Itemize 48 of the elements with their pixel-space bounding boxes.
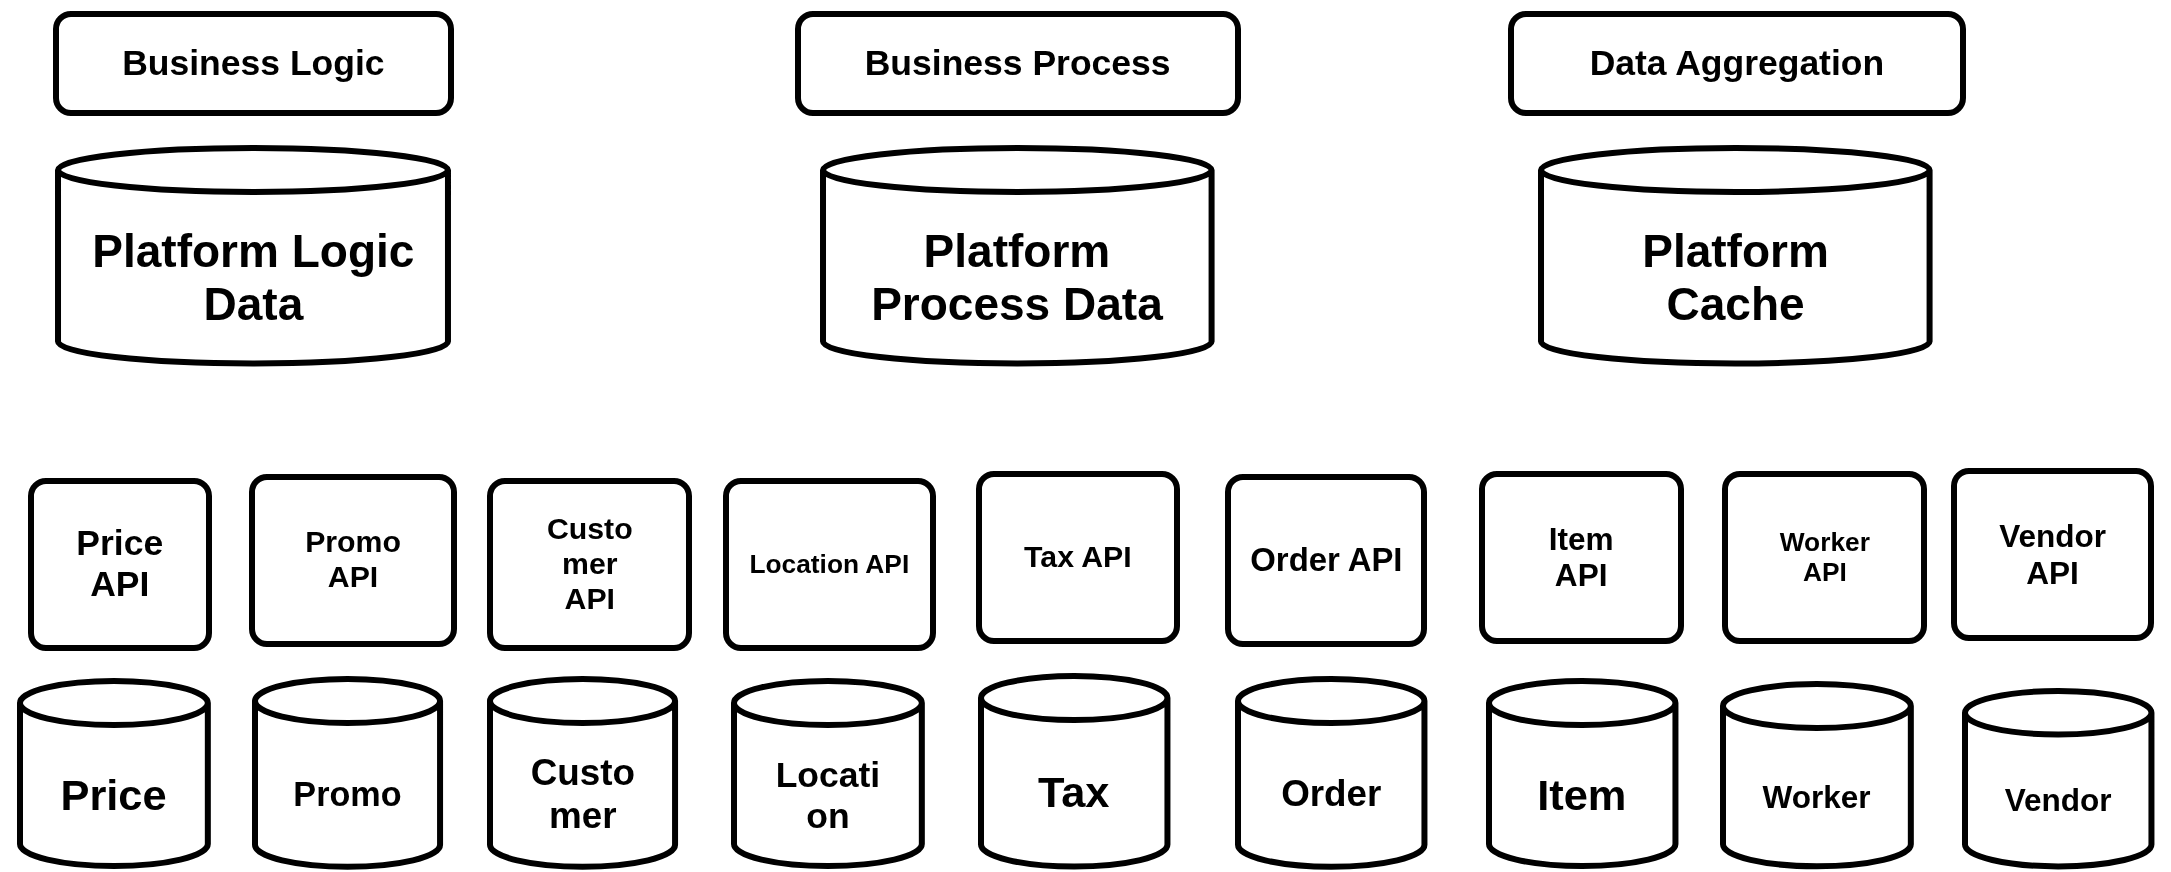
process-box	[976, 470, 1180, 644]
database-cylinder	[1961, 688, 2155, 870]
node-label: Platform Cache	[1641, 225, 1830, 332]
node-label: Tax API	[1023, 539, 1133, 575]
database-cylinder	[819, 145, 1215, 367]
process-box	[27, 477, 212, 651]
database-cylinder	[252, 675, 444, 870]
database-cylinder	[977, 672, 1170, 870]
process-box	[1507, 11, 1967, 117]
database-cylinder	[16, 678, 211, 870]
node-label: Custo mer API	[545, 512, 634, 617]
node-label: Tax	[1036, 768, 1111, 819]
node-label: Order API	[1250, 541, 1403, 579]
node-label: Location API	[748, 549, 911, 580]
node-label: Promo	[292, 774, 403, 815]
node-label: Platform Process Data	[870, 225, 1164, 332]
process-box	[487, 477, 693, 651]
process-box	[794, 11, 1241, 117]
process-box	[722, 477, 936, 651]
database-cylinder	[487, 675, 679, 870]
process-box	[52, 11, 455, 117]
database-cylinder	[1485, 678, 1679, 870]
node-label: Price	[59, 771, 168, 821]
process-box	[1225, 473, 1428, 647]
node-label: Data Aggregation	[1588, 43, 1886, 85]
node-label: Promo API	[304, 525, 402, 595]
database-cylinder	[1538, 145, 1933, 367]
process-box	[1950, 467, 2155, 642]
database-cylinder	[1719, 681, 1914, 870]
node-label: Business Logic	[121, 43, 386, 85]
node-label: Worker	[1761, 779, 1872, 816]
node-label: Business Process	[863, 43, 1172, 85]
process-box	[249, 473, 457, 647]
process-box	[1478, 470, 1684, 644]
database-cylinder	[731, 678, 925, 870]
database-cylinder	[1235, 675, 1428, 870]
database-cylinder	[55, 145, 452, 367]
node-label: Item	[1536, 771, 1628, 821]
node-label: Locati on	[774, 755, 882, 837]
node-label: Item API	[1547, 521, 1615, 594]
node-label: Vendor API	[1998, 518, 2108, 591]
node-label: Order	[1280, 773, 1383, 816]
process-box	[1722, 470, 1928, 644]
node-label: Vendor	[2003, 782, 2113, 819]
node-label: Worker API	[1778, 527, 1871, 588]
node-label: Custo mer	[529, 752, 637, 837]
node-label: Price API	[75, 523, 165, 606]
node-label: Platform Logic Data	[91, 225, 416, 332]
